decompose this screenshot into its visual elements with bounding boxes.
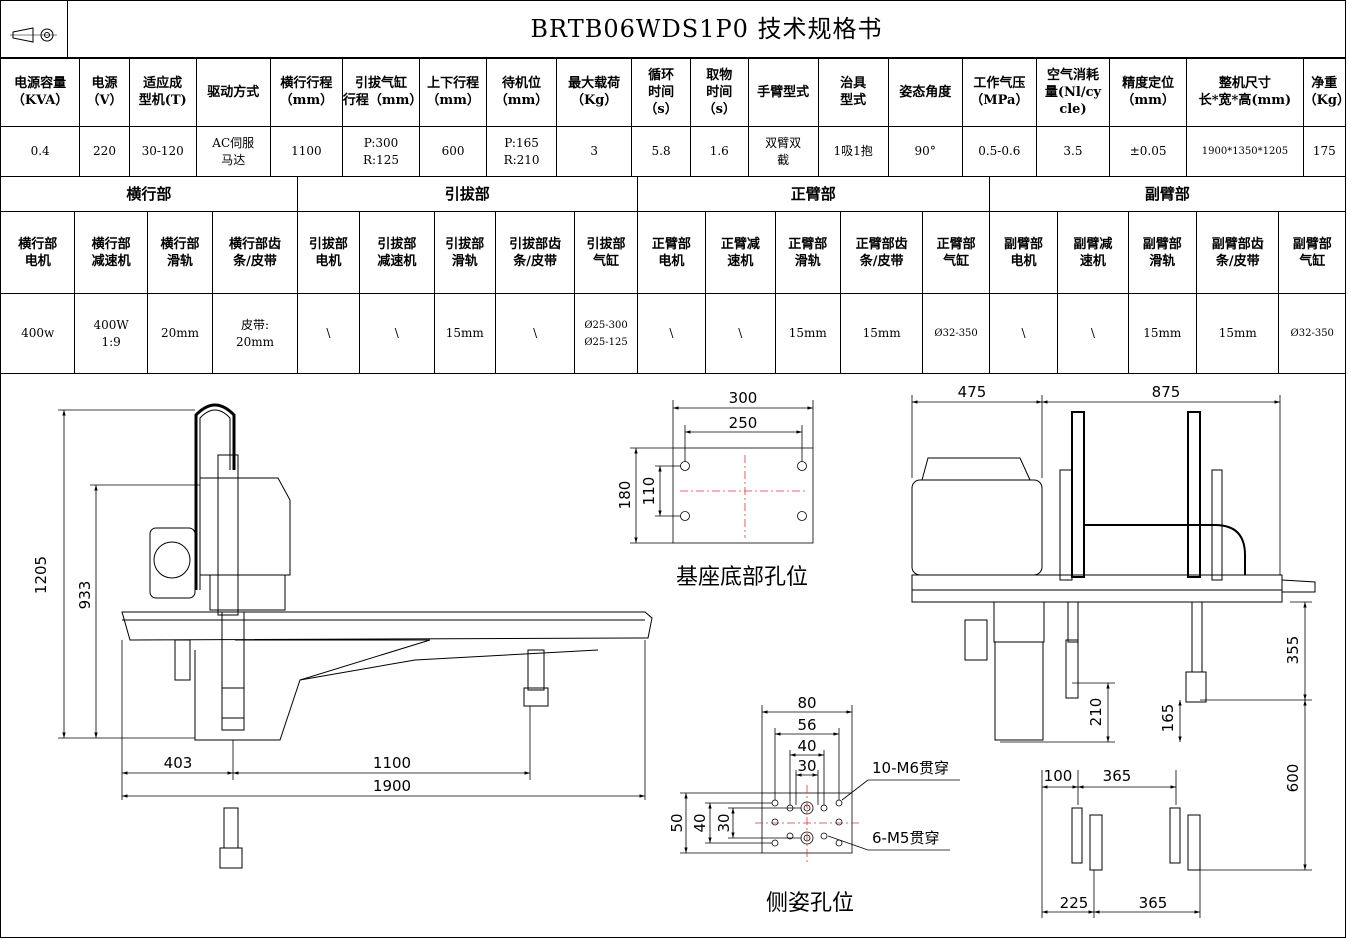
component-value-4: \ [296, 293, 361, 374]
spec-header-14: 工作气压 （MPa） [961, 57, 1037, 127]
spec-header-8: 最大载荷 （Kg） [556, 57, 633, 127]
component-value-14: \ [988, 293, 1059, 374]
component-header-6: 引拔部 滑轨 [433, 211, 496, 294]
spec-header-3: 驱动方式 [195, 57, 271, 127]
component-header-8: 引拔部 气缸 [574, 211, 638, 294]
spec-value-17: 1900*1350*1205 [1186, 126, 1304, 177]
component-value-7: \ [494, 293, 576, 374]
title-table: BRTB06WDS1P0 技术规格书 [0, 0, 1346, 59]
spec-value-14: 0.5-0.6 [961, 126, 1037, 177]
spec-value-15: 3.5 [1035, 126, 1111, 177]
component-value-17: 15mm [1195, 293, 1280, 374]
spec-header-17: 整机尺寸 长*宽*高(mm) [1186, 57, 1304, 127]
spec-value-8: 3 [556, 126, 633, 177]
component-value-16: 15mm [1127, 293, 1197, 374]
component-header-7: 引拔部齿 条/皮带 [494, 211, 576, 294]
component-header-4: 引拔部 电机 [296, 211, 361, 294]
component-value-0: 400w [0, 293, 76, 374]
component-header-12: 正臂部齿 条/皮带 [839, 211, 924, 294]
spec-header-7: 待机位 （mm） [486, 57, 558, 127]
spec-value-3: AC伺服 马达 [195, 126, 271, 177]
component-header-15: 副臂减 速机 [1057, 211, 1129, 294]
spec-value-12: 1吸1抱 [817, 126, 889, 177]
spec-value-4: 1100 [269, 126, 343, 177]
spec-value-6: 600 [419, 126, 488, 177]
section-sub-arm: 副臂部 [988, 176, 1347, 212]
component-header-18: 副臂部 气缸 [1278, 211, 1346, 294]
component-header-11: 正臂部 滑轨 [774, 211, 841, 294]
spec-header-13: 姿态角度 [887, 57, 963, 127]
spec-header-5: 引拔气缸 行程（mm） [341, 57, 421, 127]
spec-header-9: 循环 时间 （s） [631, 57, 691, 127]
spec-value-7: P:165 R:210 [486, 126, 558, 177]
component-value-18: Ø32-350 [1278, 293, 1346, 374]
spec-value-10: 1.6 [689, 126, 749, 177]
spec-header-16: 精度定位 （mm） [1109, 57, 1188, 127]
section-pull: 引拔部 [296, 176, 638, 212]
spec-header-12: 治具 型式 [817, 57, 889, 127]
spec-header-0: 电源容量 （KVA） [0, 57, 81, 127]
spec-value-0: 0.4 [0, 126, 81, 177]
spec-header-18: 净重 （Kg） [1302, 57, 1347, 127]
component-header-10: 正臂减 速机 [705, 211, 776, 294]
spec-table: 电源容量 （KVA）电源 （V）适应成 型机(T)驱动方式横行行程 （mm）引拔… [0, 57, 1347, 177]
component-value-5: \ [359, 293, 435, 374]
component-value-13: Ø32-350 [922, 293, 990, 374]
spec-header-2: 适应成 型机(T) [128, 57, 197, 127]
component-header-17: 副臂部齿 条/皮带 [1195, 211, 1280, 294]
component-header-0: 横行部 电机 [0, 211, 76, 294]
component-header-16: 副臂部 滑轨 [1127, 211, 1197, 294]
component-value-15: \ [1057, 293, 1129, 374]
component-value-11: 15mm [774, 293, 841, 374]
section-main-arm: 正臂部 [636, 176, 990, 212]
spec-header-15: 空气消耗 量(Nl/cy cle) [1035, 57, 1111, 127]
document-title: BRTB06WDS1P0 技术规格书 [67, 0, 1346, 59]
component-header-1: 横行部 减速机 [74, 211, 148, 294]
component-value-9: \ [636, 293, 707, 374]
component-value-8: Ø25-300 Ø25-125 [574, 293, 638, 374]
spec-value-1: 220 [79, 126, 130, 177]
spec-value-11: 双臂双 截 [747, 126, 819, 177]
spec-header-4: 横行行程 （mm） [269, 57, 343, 127]
component-value-12: 15mm [839, 293, 924, 374]
spec-value-5: P:300 R:125 [341, 126, 421, 177]
spec-header-1: 电源 （V） [79, 57, 130, 127]
component-table: 横行部 引拔部 正臂部 副臂部 横行部 电机横行部 减速机横行部 滑轨横行部齿 … [0, 176, 1347, 374]
spec-value-13: 90° [887, 126, 963, 177]
component-value-3: 皮带: 20mm [212, 293, 298, 374]
component-header-2: 横行部 滑轨 [146, 211, 214, 294]
spec-header-6: 上下行程 （mm） [419, 57, 488, 127]
spec-value-2: 30-120 [128, 126, 197, 177]
projection-symbol-icon [0, 0, 68, 59]
component-header-9: 正臂部 电机 [636, 211, 707, 294]
component-header-13: 正臂部 气缸 [922, 211, 990, 294]
component-header-5: 引拔部 减速机 [359, 211, 435, 294]
spec-value-18: 175 [1302, 126, 1347, 177]
component-value-10: \ [705, 293, 776, 374]
component-value-6: 15mm [433, 293, 496, 374]
component-value-1: 400W 1:9 [74, 293, 148, 374]
section-traverse: 横行部 [0, 176, 298, 212]
spec-value-9: 5.8 [631, 126, 691, 177]
component-value-2: 20mm [146, 293, 214, 374]
spec-value-16: ±0.05 [1109, 126, 1188, 177]
spec-header-10: 取物 时间 （s） [689, 57, 749, 127]
component-header-3: 横行部齿 条/皮带 [212, 211, 298, 294]
component-header-14: 副臂部 电机 [988, 211, 1059, 294]
spec-header-11: 手臂型式 [747, 57, 819, 127]
